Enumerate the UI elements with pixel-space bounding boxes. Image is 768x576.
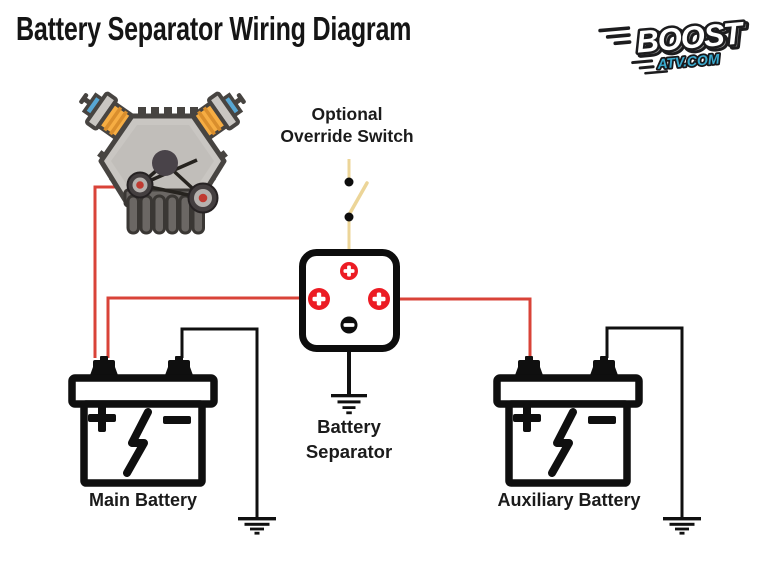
wire-separator-to-main-battery xyxy=(106,296,316,358)
lightning-bolt-icon xyxy=(123,408,152,477)
main-battery-icon xyxy=(68,356,218,487)
separator-box xyxy=(299,249,400,352)
override-switch-label: Optional Override Switch xyxy=(257,103,437,147)
plus-symbol xyxy=(513,404,541,432)
main-battery-label: Main Battery xyxy=(88,490,198,510)
engine-pulley-right xyxy=(187,182,219,214)
override-switch-label-line1: Optional xyxy=(311,104,383,124)
override-switch-icon xyxy=(344,177,369,222)
engine-pulley-left xyxy=(126,171,154,199)
lightning-bolt-icon xyxy=(548,408,577,477)
minus-symbol xyxy=(163,416,191,424)
separator-terminal-positive-left xyxy=(308,288,330,310)
boost-atv-logo: BOOST BOOST ATV.COM xyxy=(598,13,753,75)
switch-contact-bottom xyxy=(344,212,354,222)
switch-blade xyxy=(348,181,369,215)
battery-separator-label: Battery Separator xyxy=(259,414,439,464)
page-title: Battery Separator Wiring Diagram xyxy=(16,10,412,47)
aux-battery-icon xyxy=(493,356,643,487)
battery-separator-icon xyxy=(299,249,400,352)
aux-battery-label: Auxiliary Battery xyxy=(497,490,641,510)
wire-separator-to-aux-battery xyxy=(385,297,532,358)
speed-lines-icon xyxy=(598,26,669,75)
wires xyxy=(93,159,684,518)
ground-symbol-main xyxy=(238,517,276,535)
switch-contact-top xyxy=(344,177,354,187)
plus-symbol xyxy=(88,404,116,432)
separator-terminal-negative xyxy=(340,316,358,334)
separator-terminal-positive-right xyxy=(368,288,390,310)
battery-separator-label-line1: Battery xyxy=(317,416,381,437)
wire-aux-battery-to-ground xyxy=(605,326,684,518)
battery-separator-label-line2: Separator xyxy=(305,441,393,462)
minus-symbol xyxy=(588,416,616,424)
ground-symbol-separator xyxy=(331,394,367,415)
wire-engine-to-main-battery xyxy=(93,185,126,358)
wire-main-battery-to-ground xyxy=(180,327,259,518)
engine-icon xyxy=(79,91,246,235)
override-switch-label-line2: Override Switch xyxy=(280,126,414,146)
ground-symbol-aux xyxy=(663,517,701,535)
separator-terminal-positive-top xyxy=(340,262,358,280)
engine-crank xyxy=(152,150,178,176)
